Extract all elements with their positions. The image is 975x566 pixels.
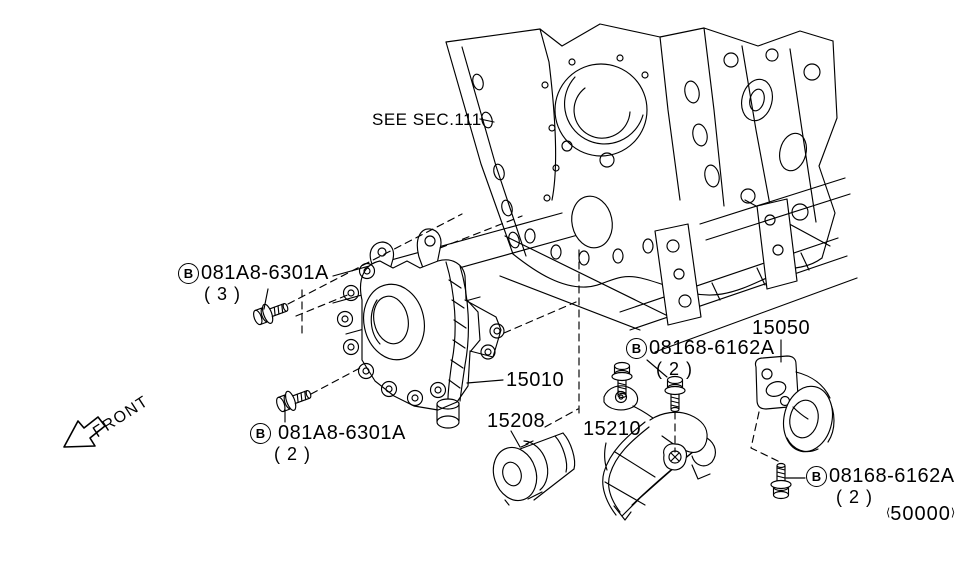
oil-pump-drawing — [336, 228, 505, 429]
hardware-qty: (3) — [204, 284, 247, 304]
engine-block-drawing — [332, 23, 858, 353]
oil-strainer-drawing — [754, 355, 835, 453]
hardware-code: 08168-6162A — [649, 337, 775, 359]
hardware-code: 081A8-6301A — [278, 422, 406, 444]
hardware-callout-081a8-3[interactable]: B 081A8-6301A (3) — [178, 263, 329, 304]
sheet-code-open-mark: ⟨ — [886, 507, 891, 519]
circled-b-icon: B — [806, 466, 827, 487]
hardware-qty: (2) — [656, 359, 699, 379]
hardware-callout-08168-bottom[interactable]: B 08168-6162A (2) — [806, 466, 955, 507]
hardware-callout-08168-top[interactable]: B 08168-6162A (2) — [626, 338, 775, 379]
oil-filter-drawing — [492, 432, 576, 506]
sheet-code-number: 50000 — [890, 503, 951, 525]
part-callout-oil-strainer[interactable]: 15050 — [752, 317, 811, 339]
part-callout-filter-bracket[interactable]: 15210 — [583, 418, 642, 440]
hardware-qty: (2) — [274, 444, 317, 464]
hardware-code: 081A8-6301A — [201, 262, 329, 284]
filter-bracket-drawing — [602, 385, 717, 521]
alignment-dashed-lines — [287, 213, 781, 463]
hardware-callout-081a8-2[interactable]: B 081A8-6301A (2) — [250, 423, 406, 464]
bolt-08168-icon-2 — [664, 375, 686, 413]
hardware-code: 08168-6162A — [829, 465, 955, 487]
circled-b-icon: B — [250, 423, 271, 444]
sheet-code-close-mark: ⟩ — [950, 507, 956, 519]
bolt-081a8-icon-2 — [273, 383, 315, 416]
bolt-08168-icon-3 — [770, 462, 792, 500]
circled-b-icon: B — [178, 263, 199, 284]
part-callout-oil-filter[interactable]: 15208 — [487, 410, 546, 432]
part-callout-oil-pump[interactable]: 15010 — [506, 369, 565, 391]
leader-lines — [263, 118, 806, 479]
circled-b-icon: B — [626, 338, 647, 359]
see-section-note[interactable]: SEE SEC.111 — [372, 110, 482, 129]
sheet-code: ⟨50000⟩ — [886, 503, 955, 526]
hardware-qty: (2) — [836, 487, 879, 507]
front-arrow-icon — [63, 416, 106, 448]
